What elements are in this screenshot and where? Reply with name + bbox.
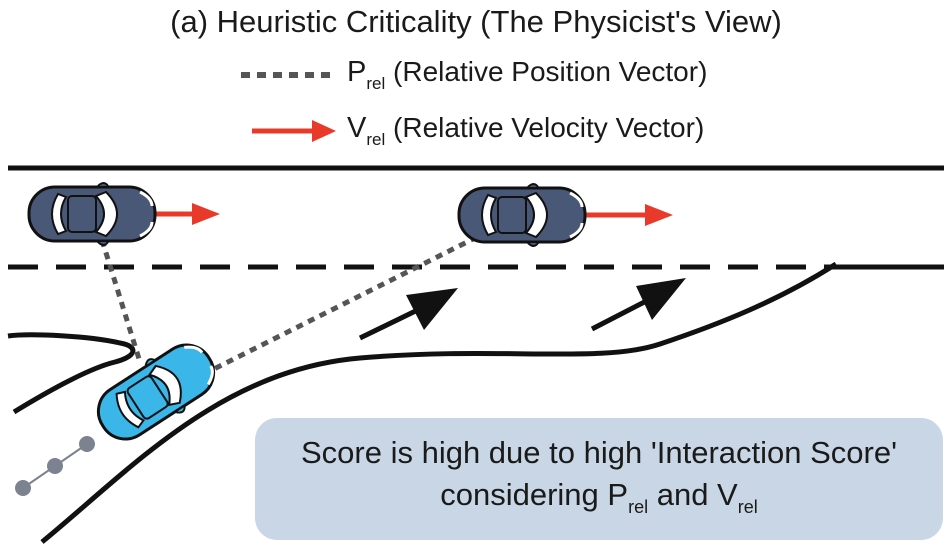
explanation-p-subscript: rel — [628, 497, 649, 517]
other-car-1 — [27, 182, 157, 246]
relative-position-line-1 — [99, 239, 143, 363]
ego-car — [96, 343, 216, 441]
merge-ramp-lower-edge — [7, 332, 136, 415]
legend-velocity-symbol: V — [347, 112, 367, 144]
explanation-p-symbol: P — [607, 477, 629, 512]
legend-red-arrow-icon — [252, 120, 336, 142]
velocity-arrow-car-1 — [155, 203, 220, 225]
explanation-line-2: considering Prel and Vrel — [255, 474, 943, 528]
traffic-flow-arrow-1 — [358, 288, 458, 341]
velocity-arrow-car-2 — [585, 204, 673, 226]
explanation-text: Score is high due to high 'Interaction S… — [255, 432, 943, 528]
legend-position-entry: Prel (Relative Position Vector) — [347, 56, 707, 94]
explanation-line-1: Score is high due to high 'Interaction S… — [300, 435, 898, 470]
traffic-flow-arrow-2 — [590, 278, 686, 332]
ego-trajectory-dots — [15, 436, 95, 496]
other-car-2 — [457, 183, 587, 247]
explanation-v-subscript: rel — [737, 497, 758, 517]
legend-velocity-entry: Vrel (Relative Velocity Vector) — [347, 112, 704, 150]
explanation-and: and — [648, 477, 718, 512]
explanation-callout: Score is high due to high 'Interaction S… — [255, 418, 943, 540]
legend-position-symbol: P — [347, 56, 367, 88]
legend-velocity-label: (Relative Velocity Vector) — [393, 112, 705, 143]
explanation-prefix: considering — [440, 477, 608, 512]
explanation-v-symbol: V — [717, 477, 738, 512]
legend-position-subscript: rel — [366, 74, 386, 93]
legend-position-label: (Relative Position Vector) — [393, 56, 708, 87]
legend-velocity-subscript: rel — [366, 130, 386, 149]
merge-ramp-upper-edge — [40, 261, 838, 544]
figure-title: (a) Heuristic Criticality (The Physicist… — [170, 4, 782, 39]
